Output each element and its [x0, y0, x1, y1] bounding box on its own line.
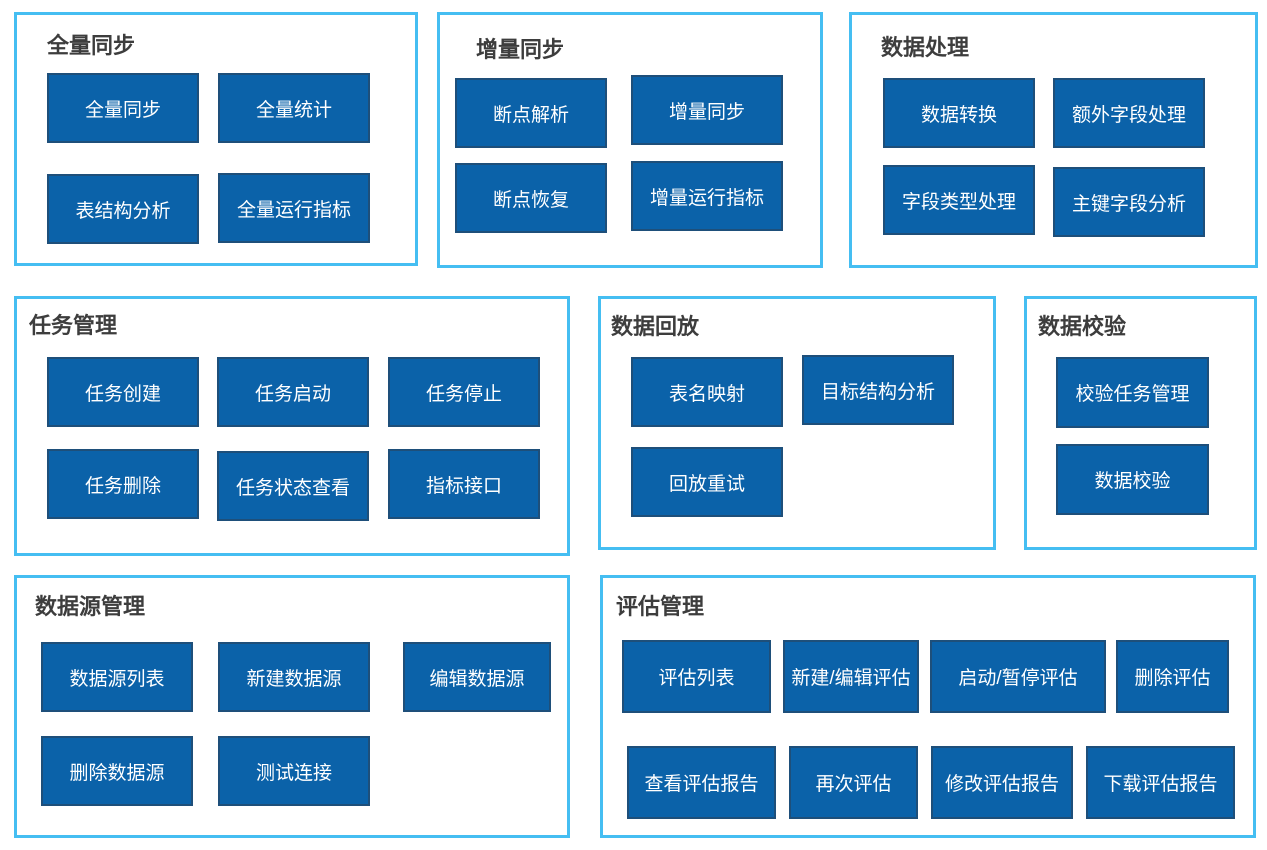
block-full-run-metrics: 全量运行指标 [218, 173, 370, 243]
block-target-structure-analysis: 目标结构分析 [802, 355, 954, 425]
block-data-validation: 数据校验 [1056, 444, 1209, 515]
block-breakpoint-parse: 断点解析 [455, 78, 607, 148]
block-evaluation-report-edit: 修改评估报告 [931, 746, 1073, 819]
block-evaluation-report-view: 查看评估报告 [627, 746, 776, 819]
group-incremental-sync: 增量同步 断点解析增量同步断点恢复增量运行指标 [437, 12, 823, 268]
block-incremental-run-metrics: 增量运行指标 [631, 161, 783, 231]
block-incremental-sync: 增量同步 [631, 75, 783, 145]
block-datasource-edit: 编辑数据源 [403, 642, 551, 712]
group-title: 增量同步 [476, 37, 565, 62]
group-full-sync: 全量同步 全量同步全量统计表结构分析全量运行指标 [14, 12, 418, 266]
block-data-transform: 数据转换 [883, 78, 1035, 148]
block-full-stats: 全量统计 [218, 73, 370, 143]
block-task-stop: 任务停止 [388, 357, 540, 427]
block-table-structure-analysis: 表结构分析 [47, 174, 199, 244]
group-title: 数据处理 [881, 35, 970, 60]
block-evaluation-rerun: 再次评估 [789, 746, 918, 819]
block-datasource-list: 数据源列表 [41, 642, 193, 712]
group-title: 数据校验 [1038, 314, 1127, 339]
group-title: 数据源管理 [35, 594, 146, 619]
block-evaluation-delete: 删除评估 [1116, 640, 1229, 713]
group-data-processing: 数据处理 数据转换额外字段处理字段类型处理主键字段分析 [849, 12, 1258, 268]
group-evaluation-management: 评估管理 评估列表新建/编辑评估启动/暂停评估删除评估查看评估报告再次评估修改评… [600, 575, 1256, 838]
group-title: 数据回放 [611, 314, 700, 339]
block-table-name-mapping: 表名映射 [631, 357, 783, 427]
block-replay-retry: 回放重试 [631, 447, 783, 517]
group-title: 全量同步 [47, 33, 136, 58]
block-extra-field-processing: 额外字段处理 [1053, 78, 1205, 148]
block-field-type-processing: 字段类型处理 [883, 165, 1035, 235]
block-full-sync: 全量同步 [47, 73, 199, 143]
block-validation-task-management: 校验任务管理 [1056, 357, 1209, 428]
block-evaluation-create-edit: 新建/编辑评估 [783, 640, 919, 713]
group-title: 任务管理 [29, 313, 118, 338]
group-data-validation: 数据校验 校验任务管理数据校验 [1024, 296, 1257, 550]
block-test-connection: 测试连接 [218, 736, 370, 806]
group-task-management: 任务管理 任务创建任务启动任务停止任务删除任务状态查看指标接口 [14, 296, 570, 556]
block-breakpoint-recovery: 断点恢复 [455, 163, 607, 233]
block-task-create: 任务创建 [47, 357, 199, 427]
block-evaluation-list: 评估列表 [622, 640, 771, 713]
group-datasource-management: 数据源管理 数据源列表新建数据源编辑数据源删除数据源测试连接 [14, 575, 570, 838]
block-task-delete: 任务删除 [47, 449, 199, 519]
block-metrics-api: 指标接口 [388, 449, 540, 519]
block-evaluation-start-pause: 启动/暂停评估 [930, 640, 1106, 713]
block-task-start: 任务启动 [217, 357, 369, 427]
group-data-replay: 数据回放 表名映射目标结构分析回放重试 [598, 296, 996, 550]
group-title: 评估管理 [616, 594, 705, 619]
block-datasource-delete: 删除数据源 [41, 736, 193, 806]
block-primary-key-field-analysis: 主键字段分析 [1053, 167, 1205, 237]
block-evaluation-report-download: 下载评估报告 [1086, 746, 1235, 819]
block-datasource-create: 新建数据源 [218, 642, 370, 712]
block-task-status-view: 任务状态查看 [217, 451, 369, 521]
